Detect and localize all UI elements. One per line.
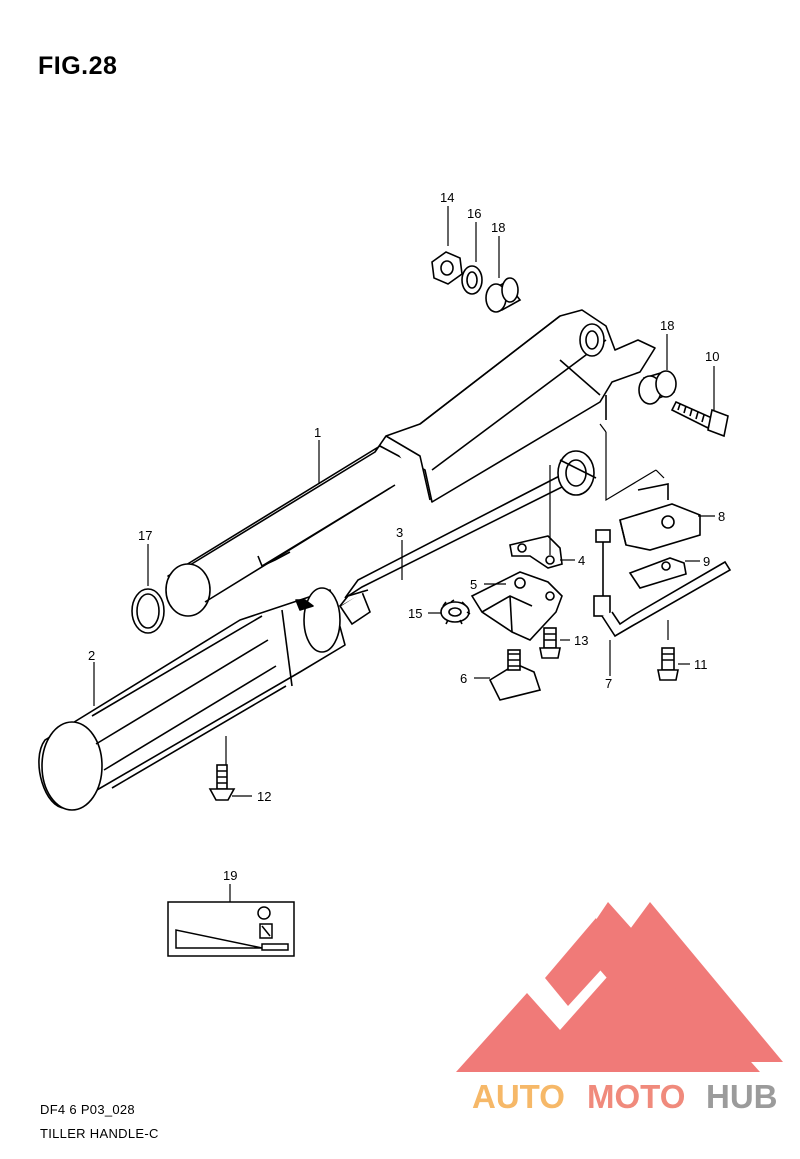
callout-18-upper: 18 <box>491 220 505 235</box>
part-14-nut <box>431 251 463 285</box>
part-12-screw <box>208 764 236 801</box>
part-5-bracket <box>470 571 563 641</box>
watermark-brand-moto: MOTO <box>587 1078 685 1115</box>
callout-8: 8 <box>718 509 725 524</box>
part-10-bolt <box>670 400 729 438</box>
callout-16: 16 <box>467 206 481 221</box>
callout-14: 14 <box>440 190 454 205</box>
diagram-name: TILLER HANDLE-C <box>40 1126 159 1141</box>
callout-19: 19 <box>223 868 237 883</box>
part-16-washer <box>461 265 483 295</box>
part-13-bolt <box>539 627 561 659</box>
watermark-brand-auto: AUTO <box>472 1078 565 1115</box>
callout-2: 2 <box>88 648 95 663</box>
callout-9: 9 <box>703 554 710 569</box>
part-17-o-ring <box>131 588 165 634</box>
diagram-code: DF4 6 P03_028 <box>40 1102 135 1117</box>
part-6-knob <box>488 649 542 701</box>
part-9-plate <box>628 557 687 589</box>
watermark-logo: AUTO MOTO HUB <box>456 902 783 1115</box>
leader-lines <box>93 206 715 902</box>
part-18-bushing-upper <box>485 277 522 313</box>
callout-labels: 1 2 3 4 5 6 7 8 9 10 11 12 13 14 15 16 1… <box>88 190 725 883</box>
callout-7: 7 <box>605 676 612 691</box>
callout-1: 1 <box>314 425 321 440</box>
callout-12: 12 <box>257 789 271 804</box>
callout-11: 11 <box>694 657 708 672</box>
callout-17: 17 <box>138 528 152 543</box>
part-2-grip <box>38 587 346 811</box>
part-19-label-decal <box>167 901 295 957</box>
watermark-triangle-icon <box>456 902 783 1072</box>
callout-5: 5 <box>470 577 477 592</box>
part-3-throttle-shaft <box>338 450 597 626</box>
figure-title: FIG.28 <box>38 52 118 80</box>
callout-15: 15 <box>408 606 422 621</box>
callout-13: 13 <box>574 633 588 648</box>
part-15-lock-washer <box>440 599 471 625</box>
part-7-cable <box>593 529 732 638</box>
callout-6: 6 <box>460 671 467 686</box>
part-11-bolt <box>657 647 679 681</box>
callout-10: 10 <box>705 349 719 364</box>
callout-3: 3 <box>396 525 403 540</box>
part-1-tiller-handle <box>165 309 656 617</box>
callout-18-right: 18 <box>660 318 674 333</box>
callout-4: 4 <box>578 553 585 568</box>
part-8-clamp <box>619 483 701 551</box>
part-18-bushing-right <box>638 370 677 405</box>
watermark-brand-hub: HUB <box>706 1078 778 1115</box>
part-4-plate <box>509 535 563 569</box>
